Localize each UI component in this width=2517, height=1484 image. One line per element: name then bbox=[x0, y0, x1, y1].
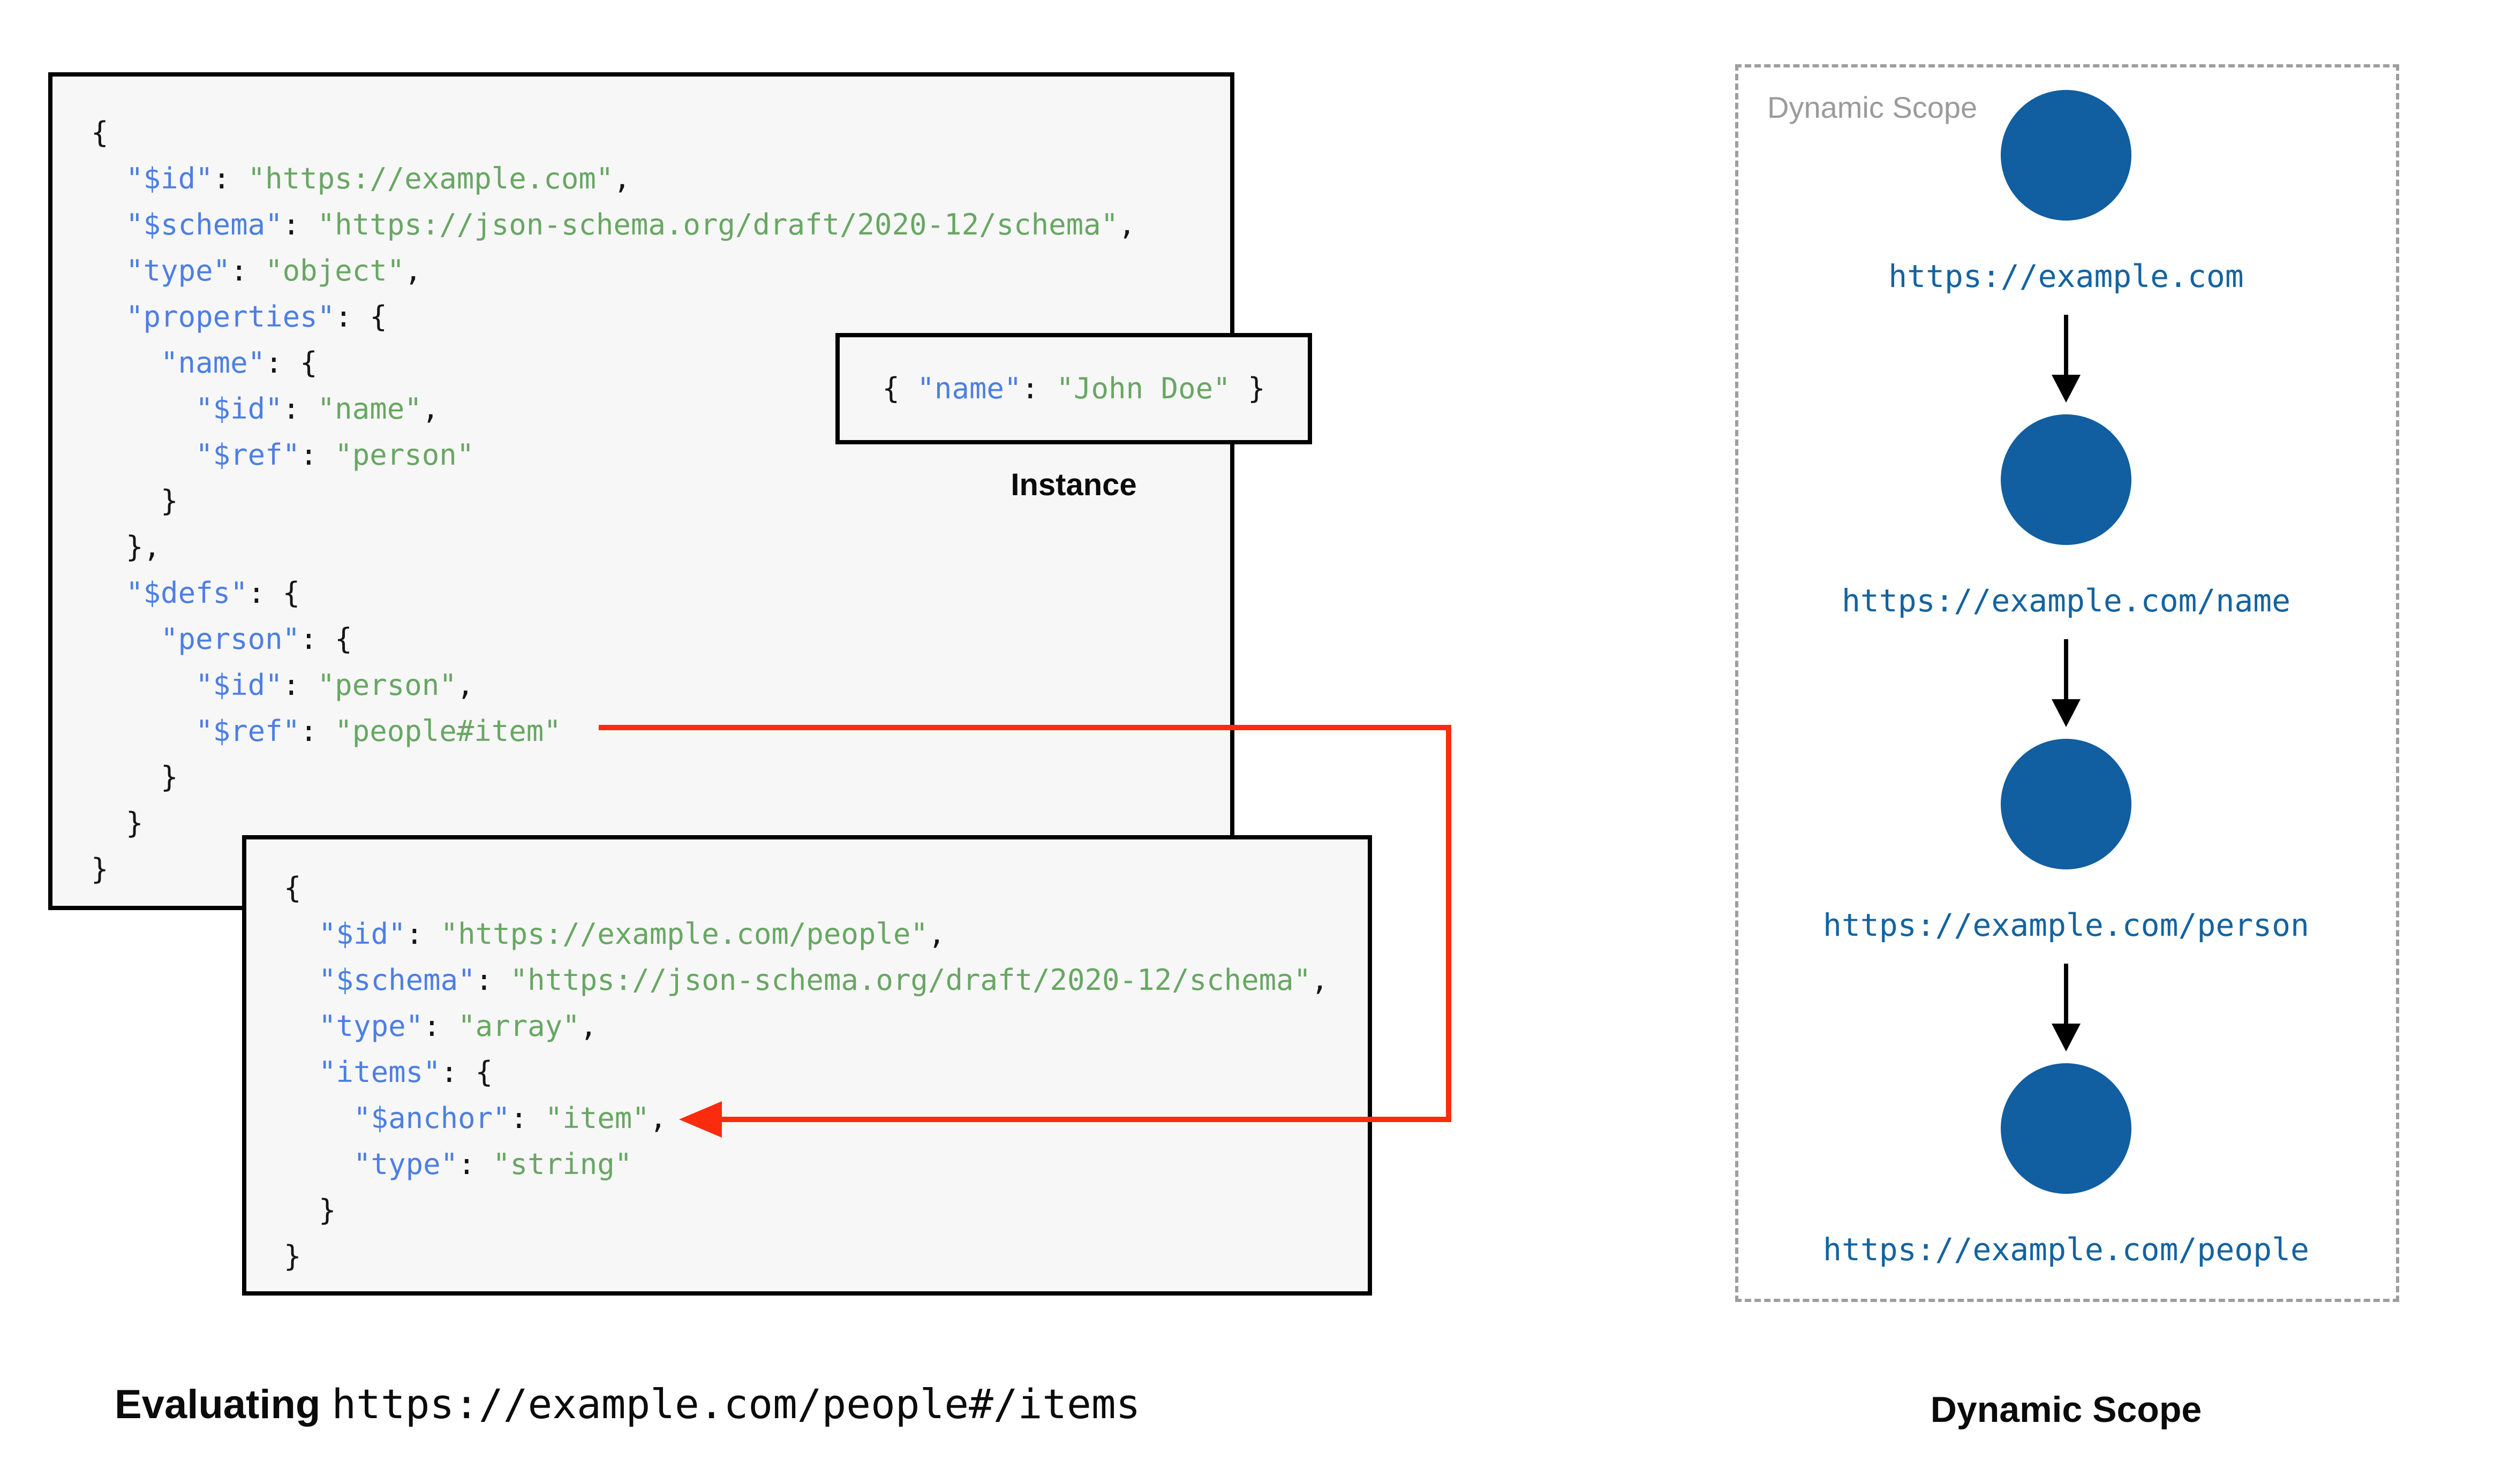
scope-node-circle-2 bbox=[2001, 414, 2131, 545]
people-schema-box: { "$id": "https://example.com/people", "… bbox=[242, 835, 1372, 1296]
dynamic-scope-panel-label: Dynamic Scope bbox=[1767, 90, 1978, 124]
scope-arrow-head-icon-3 bbox=[2052, 1024, 2081, 1051]
ref-arrow-top-segment bbox=[599, 725, 1451, 730]
instance-code: { "name": "John Doe" } bbox=[882, 372, 1265, 405]
scope-arrow-line-2 bbox=[2064, 639, 2068, 699]
root-schema-code: { "$id": "https://example.com", "$schema… bbox=[91, 116, 1136, 886]
instance-box: { "name": "John Doe" } bbox=[835, 333, 1312, 444]
instance-label: Instance bbox=[1011, 467, 1137, 502]
scope-arrow-line-1 bbox=[2064, 315, 2068, 375]
ref-arrow-right-segment bbox=[1446, 725, 1451, 1122]
scope-node-circle-3 bbox=[2001, 739, 2131, 869]
evaluating-caption-prefix: Evaluating bbox=[115, 1382, 332, 1427]
evaluating-caption: Evaluating https://example.com/people#/i… bbox=[115, 1380, 1140, 1436]
evaluating-caption-uri: https://example.com/people#/items bbox=[331, 1380, 1141, 1428]
ref-arrow-bottom-segment bbox=[720, 1117, 1451, 1122]
ref-arrow-arrowhead-icon bbox=[679, 1101, 722, 1138]
root-schema-box: { "$id": "https://example.com", "$schema… bbox=[48, 72, 1234, 910]
scope-node-label-1: https://example.com bbox=[1888, 258, 2244, 294]
scope-node-label-2: https://example.com/name bbox=[1841, 582, 2291, 619]
scope-arrow-head-icon-1 bbox=[2052, 375, 2081, 403]
scope-node-label-3: https://example.com/person bbox=[1823, 907, 2309, 943]
scope-node-circle-1 bbox=[2001, 90, 2131, 221]
dynamic-scope-caption: Dynamic Scope bbox=[1930, 1389, 2202, 1430]
scope-node-label-4: https://example.com/people bbox=[1823, 1231, 2309, 1268]
people-schema-code: { "$id": "https://example.com/people", "… bbox=[284, 871, 1329, 1273]
scope-arrow-head-icon-2 bbox=[2052, 699, 2081, 727]
scope-node-circle-4 bbox=[2001, 1063, 2131, 1194]
scope-arrow-line-3 bbox=[2064, 964, 2068, 1024]
dynamic-scope-panel bbox=[1735, 64, 2399, 1302]
